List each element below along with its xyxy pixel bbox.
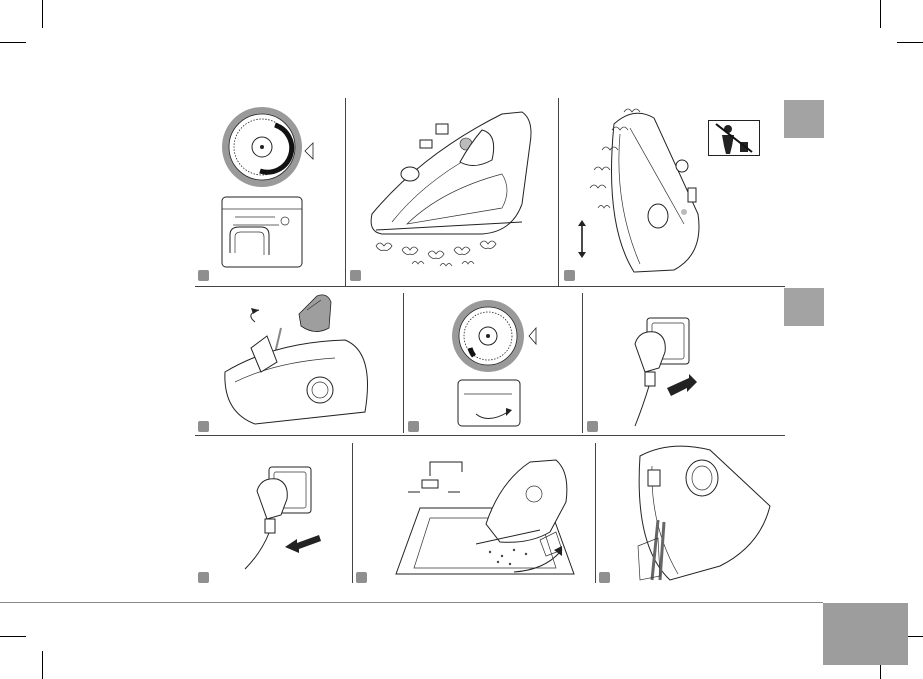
step-badge-2 xyxy=(350,270,361,281)
crop-mark-tr-v xyxy=(880,0,881,28)
crop-mark-tl-v xyxy=(42,0,43,28)
step-badge-6 xyxy=(587,421,598,432)
crop-mark-bl-h xyxy=(0,636,26,637)
unplug-icon xyxy=(235,465,335,573)
temperature-dial-icon xyxy=(215,105,325,265)
crop-mark-tl-h xyxy=(0,42,26,43)
col-divider-r1b xyxy=(558,98,559,286)
row-divider-2 xyxy=(195,435,785,436)
col-divider-r3a xyxy=(352,443,353,583)
crop-mark-bl-v xyxy=(42,651,43,679)
step-badge-4 xyxy=(198,421,209,432)
sink-drain-icon xyxy=(390,452,590,580)
step-badge-7 xyxy=(198,572,209,583)
col-divider-r2a xyxy=(403,293,404,433)
footer-rule xyxy=(0,602,823,603)
row-divider-1 xyxy=(195,286,785,287)
steam-iron-icon xyxy=(362,104,552,269)
step-badge-5 xyxy=(408,421,419,432)
col-divider-r3b xyxy=(595,443,596,583)
step-badge-9 xyxy=(599,572,610,583)
side-tab-1 xyxy=(784,100,824,138)
step-badge-8 xyxy=(356,572,367,583)
plug-in-icon xyxy=(625,316,705,428)
cord-storage-icon xyxy=(630,446,780,582)
water-jug-icon xyxy=(215,292,395,430)
steam-control-icon xyxy=(448,298,548,430)
crop-mark-tr-h xyxy=(897,42,923,43)
page-corner-block xyxy=(823,603,908,665)
no-children-warning-icon xyxy=(708,120,760,156)
step-badge-1 xyxy=(198,270,209,281)
col-divider-r2b xyxy=(582,293,583,433)
col-divider-r1a xyxy=(345,98,346,286)
side-tab-2 xyxy=(784,288,824,326)
